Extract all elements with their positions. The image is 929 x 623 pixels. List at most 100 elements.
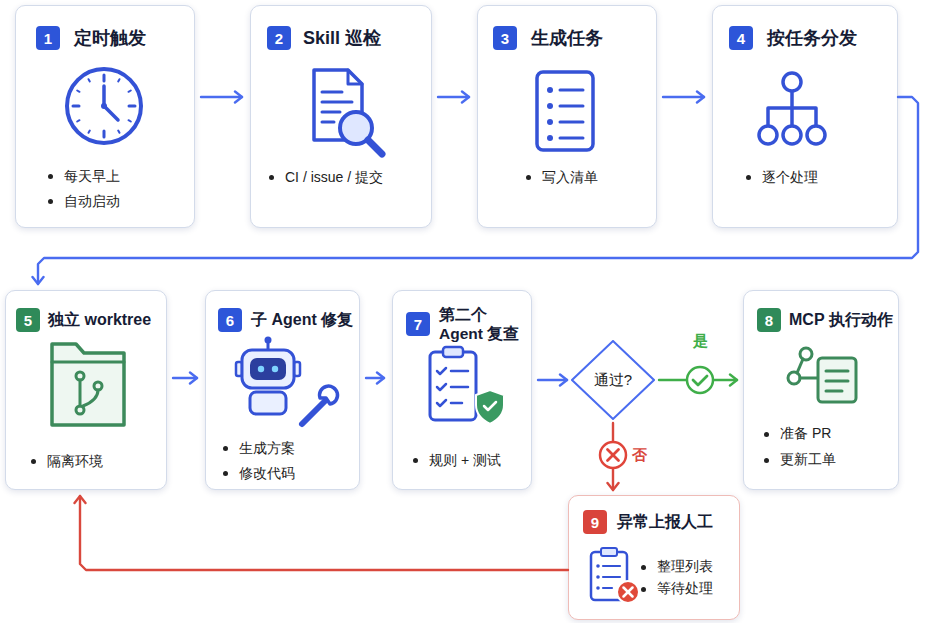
process-box: 9 异常上报人工整理列表等待处理 [568,495,740,620]
bullet-list: 每天早上自动启动 [48,164,120,214]
box-header: 6 子 Agent 修复 [218,308,353,332]
bullet-row: 每天早上 [48,164,120,189]
fail-cross-symbol [600,442,626,468]
pass-check-symbol-part [687,367,713,393]
pass-check-symbol-part [693,376,707,385]
box-header: 5 独立 worktree [16,308,151,332]
flow-arrow [659,379,737,381]
box-header: 1定时触发 [36,26,146,50]
bullet-dot [48,174,53,179]
bullet-row: 生成方案 [223,436,295,461]
bullet-row: 规则 + 测试 [413,448,501,473]
bullet-dot [223,446,228,451]
step-number: 4 [729,26,753,50]
bullet-row: 整理列表 [641,556,713,578]
bullet-text: 隔离环境 [47,453,103,471]
fail-cross-symbol-part [608,450,619,461]
step-number: 2 [267,26,291,50]
step-number: 7 [406,312,430,336]
bullet-text: 修改代码 [239,465,295,483]
flow-arrow [80,496,568,570]
bullet-text: 等待处理 [657,580,713,598]
fail-cross-symbol-part [608,450,619,461]
bullet-text: 规则 + 测试 [429,452,501,470]
flow-arrow [538,379,567,381]
process-box: 4 按任务分发逐个处理 [712,5,898,228]
box-header: 7 第二个 Agent 复查 [406,305,531,344]
bullet-list: 隔离环境 [31,449,103,474]
bullet-text: 整理列表 [657,558,713,576]
step-title: 按任务分发 [767,27,857,50]
bullet-row: 隔离环境 [31,449,103,474]
step-number: 9 [583,510,607,534]
bullet-list: 逐个处理 [746,165,818,190]
step-title: 独立 worktree [48,310,151,330]
process-box: 8 MCP 执行动作准备 PR 更新工单 [743,290,899,490]
flow-arrow [366,377,384,379]
flow-arrow [173,377,197,379]
box-header: 2 Skill 巡检 [267,26,381,50]
decision-label: 通过? [594,371,632,390]
process-box: 2 Skill 巡检 CI / issue / 提交 [250,5,432,228]
pass-check-symbol [687,367,713,393]
bullet-dot [764,432,769,437]
flow-arrow [663,96,704,98]
diamond-shape [572,341,654,419]
bullet-dot [641,565,646,570]
step-number: 6 [218,308,242,332]
bullet-row: 更新工单 [764,447,836,473]
box-header: 3 生成任务 [493,26,603,50]
flow-arrow [438,96,469,98]
bullet-text: 更新工单 [780,451,836,469]
bullet-text: 自动启动 [64,193,120,211]
step-number: 8 [757,308,781,332]
fail-cross-symbol-part [600,442,626,468]
step-title: Skill 巡检 [303,27,381,50]
edge-label: 否 [632,446,647,465]
bullet-list: 规则 + 测试 [413,448,501,473]
step-title: 第二个 Agent 复查 [439,305,531,344]
bullet-row: 等待处理 [641,578,713,600]
bullet-row: CI / issue / 提交 [269,165,383,190]
box-header: 9 异常上报人工 [583,510,713,534]
process-box: 5 独立 worktree 隔离环境 [5,290,167,490]
decision-diamond: 通过? [571,340,655,420]
process-box: 7 第二个 Agent 复查规则 + 测试 [392,290,532,490]
bullet-text: 每天早上 [64,168,120,186]
bullet-dot [269,175,274,180]
step-title: 生成任务 [531,27,603,50]
step-title: 子 Agent 修复 [251,310,353,330]
bullet-row: 写入清单 [526,165,598,190]
bullet-text: 生成方案 [239,440,295,458]
bullet-dot [764,458,769,463]
bullet-list: 写入清单 [526,165,598,190]
bullet-row: 修改代码 [223,461,295,486]
bullet-dot [31,459,36,464]
edge-label: 是 [693,332,708,351]
flow-arrow [201,96,242,98]
bullet-dot [746,175,751,180]
bullet-list: 生成方案修改代码 [223,436,295,486]
bullet-row: 自动启动 [48,189,120,214]
step-number: 5 [16,308,40,332]
process-box: 1定时触发每天早上自动启动 [15,5,195,228]
step-title: 异常上报人工 [617,512,713,532]
bullet-list: 整理列表等待处理 [641,556,713,600]
bullet-dot [223,471,228,476]
bullet-list: CI / issue / 提交 [269,165,383,190]
step-number: 3 [493,26,517,50]
step-title: MCP 执行动作 [789,310,893,330]
bullet-text: 逐个处理 [762,169,818,187]
box-header: 8 MCP 执行动作 [757,308,893,332]
bullet-row: 逐个处理 [746,165,818,190]
bullet-list: 准备 PR 更新工单 [764,421,836,473]
bullet-text: CI / issue / 提交 [285,169,383,187]
bullet-row: 准备 PR [764,421,836,447]
step-number: 1 [36,26,60,50]
box-header: 4 按任务分发 [729,26,857,50]
process-box: 3 生成任务写入清单 [477,5,657,228]
flow-arrow [612,423,614,490]
bullet-text: 写入清单 [542,169,598,187]
bullet-dot [48,199,53,204]
